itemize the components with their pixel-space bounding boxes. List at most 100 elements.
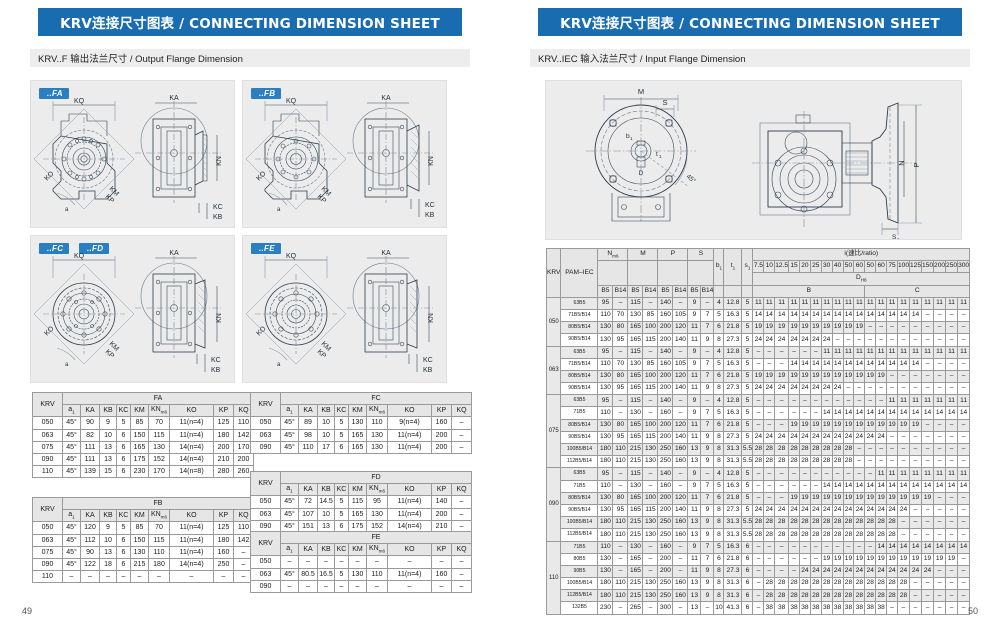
cell-ratio-c: – [957,491,971,505]
cell-ratio-b: 14 [842,479,855,493]
cell-ratio-c: – [896,321,911,335]
cell-dim: 130 [642,455,659,469]
svg-text:b: b [626,133,630,140]
th-b5: B5 [657,284,674,298]
cell-value: 175 [130,452,149,467]
cell-ratio-c: – [945,442,959,457]
th-t1: t1 [723,248,743,286]
cell-value: 139 [80,465,100,479]
cell-ratio-b: – [809,406,822,420]
cell-ratio-c: – [886,321,898,335]
right-subbar-text: KRV..IEC 输入法兰尺寸 / Input Flange Dimension [538,54,746,65]
cell-ratio-b: 24 [831,382,844,396]
cell-dim: – [612,406,629,420]
cell-dim: 31.3 [723,577,743,591]
cell-value: 160 [431,416,452,430]
cell-ratio-c: – [933,333,947,347]
cell-dim: 250 [657,442,674,457]
cell-ratio-c: – [864,382,877,396]
cell-ratio-c: 19 [864,552,877,566]
th-ratio-b: 10 [763,260,776,274]
cell-value: 45° [280,507,299,521]
cell-dim: 5 [741,308,754,323]
svg-text:S: S [892,234,897,240]
svg-text:KQ: KQ [286,98,297,105]
cell-dim: 5 [713,308,725,323]
cell-dim: 130 [642,589,659,603]
cell-dim: 13 [687,528,702,542]
th-d: DH8 [752,272,971,286]
cell-ratio-c: 28 [896,577,911,591]
cell-value: 85 [130,416,149,430]
cell-ratio-b: 19 [763,369,776,384]
cell-dim: 5 [741,296,754,310]
cell-pam: 90B5/B14 [560,382,599,396]
cell-value: 15 [99,465,117,479]
cell-ratio-c: – [933,321,947,335]
cell-ratio-c: 11 [933,345,947,359]
diagram-panel-fe: ..FE [242,235,447,383]
cell-dim: 140 [657,467,674,481]
cell-ratio-c: 14 [945,540,959,554]
cell-dim: 130 [642,516,659,530]
cell-ratio-c: – [896,455,911,469]
cell-ratio-c: 19 [886,418,898,432]
cell-value: 11(n=4) [387,495,432,509]
cell-ratio-b: 28 [809,516,822,530]
cell-krv: 110 [32,570,63,584]
th-krv: KRV [250,530,281,557]
cell-dim: 9 [687,296,702,310]
th-ratio-c: 50 [864,260,877,274]
cell-ratio-c: 14 [921,479,935,493]
cell-pam: 71B5/B14 [560,308,599,323]
cell-ratio-c: – [945,503,959,518]
cell-dim: – [672,540,689,554]
cell-dim: 120 [672,369,689,384]
cell-dim: 8 [713,577,725,591]
cell-ratio-c: – [875,321,888,335]
cell-ratio-c: 14 [921,406,935,420]
th-ko: KO [387,404,432,418]
cell-ratio-b: 11 [809,296,822,310]
cell-pam: 90B5/B14 [560,430,599,445]
cell-value: – [298,579,318,593]
cell-ratio-c: 28 [864,528,877,542]
cell-ratio-b: – [798,406,811,420]
cell-ratio-c: – [896,382,911,396]
cell-ratio-c: 11 [896,394,911,408]
th-a1: a1 [280,543,299,557]
th-b5: B5 [687,284,702,298]
cell-ratio-c: 19 [896,491,911,505]
right-subbar: KRV..IEC 输入法兰尺寸 / Input Flange Dimension [530,49,970,67]
cell-value: – [451,440,472,454]
cell-pam: 90B5/B14 [560,333,599,347]
cell-ratio-c: 11 [908,467,923,481]
cell-ratio-c: – [933,382,947,396]
cell-dim: 105 [672,357,689,371]
cell-ratio-c: 38 [875,601,888,615]
cell-dim: 160 [672,516,689,530]
cell-pam: 80B5/B14 [560,491,599,505]
cell-ratio-c: – [945,308,959,323]
cell-ratio-c: 19 [875,369,888,384]
th-ratio-c: 75 [886,260,898,274]
th-ratio-b: 15 [788,260,800,274]
cell-dim: 200 [657,369,674,384]
cell-ratio-c: – [945,333,959,347]
cell-ratio-b: – [774,552,790,566]
cell-value: – [334,555,349,569]
cell-ratio-c: – [957,382,971,396]
cell-dim: 105 [672,308,689,323]
cell-krv: 050 [32,416,63,430]
cell-dim: – [642,552,659,566]
table-fc: KRV FC a1 KA KB KC KM KNm6 KO KP K [250,391,472,454]
cell-ratio-c: – [875,382,888,396]
cell-ratio-b: 11 [820,345,833,359]
cell-value: 13 [99,452,117,467]
cell-pam: 90B5/B14 [560,503,599,518]
